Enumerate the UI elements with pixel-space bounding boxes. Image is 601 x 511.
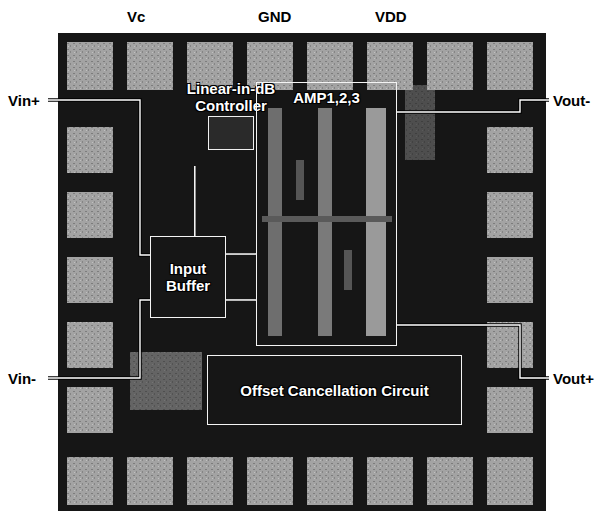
signal-wire [226,253,256,255]
pin-label: Vin- [8,370,36,387]
bond-pad [487,457,533,505]
bond-pad [127,42,173,90]
pin-label: VDD [375,8,407,25]
bond-pad [187,457,233,505]
bond-pad [67,457,113,505]
block-label: Offset Cancellation Circuit [240,382,428,399]
pin-label: GND [258,8,291,25]
bond-pad [427,42,473,90]
bond-pad [67,42,113,90]
bond-pad [127,457,173,505]
bond-pad [427,457,473,505]
bond-pad [247,457,293,505]
controller-outline [208,116,254,150]
circuit-block [405,85,435,160]
bond-pad [367,457,413,505]
chip-die [58,33,546,511]
bond-pad [67,257,113,303]
pin-label: Vout+ [553,370,594,387]
bond-pad [487,322,533,368]
bond-pad [487,127,533,173]
bond-pad [487,387,533,433]
bond-pad [487,257,533,303]
bond-pad [67,192,113,238]
bond-pad [67,127,113,173]
pin-label: Vin+ [8,92,40,109]
buffer-block: Input Buffer [150,236,226,318]
offset-block: Offset Cancellation Circuit [207,355,462,425]
pin-label: Vc [127,8,145,25]
bond-pad [487,42,533,90]
signal-wire [226,299,256,301]
block-label: Linear-in-dB Controller [182,80,280,114]
bond-pad [67,322,113,368]
block-label: Input Buffer [155,260,221,294]
bond-pad [487,192,533,238]
signal-wire [194,166,196,236]
pin-wires [48,100,549,378]
bond-pad [307,457,353,505]
amp-columns [262,108,392,336]
pin-label: Vout- [553,92,590,109]
block-label: AMP1,2,3 [293,89,360,106]
amplifier-block: AMP1,2,3 [256,82,397,346]
controller-block: Linear-in-dB Controller [178,78,284,166]
bond-pad [67,387,113,433]
